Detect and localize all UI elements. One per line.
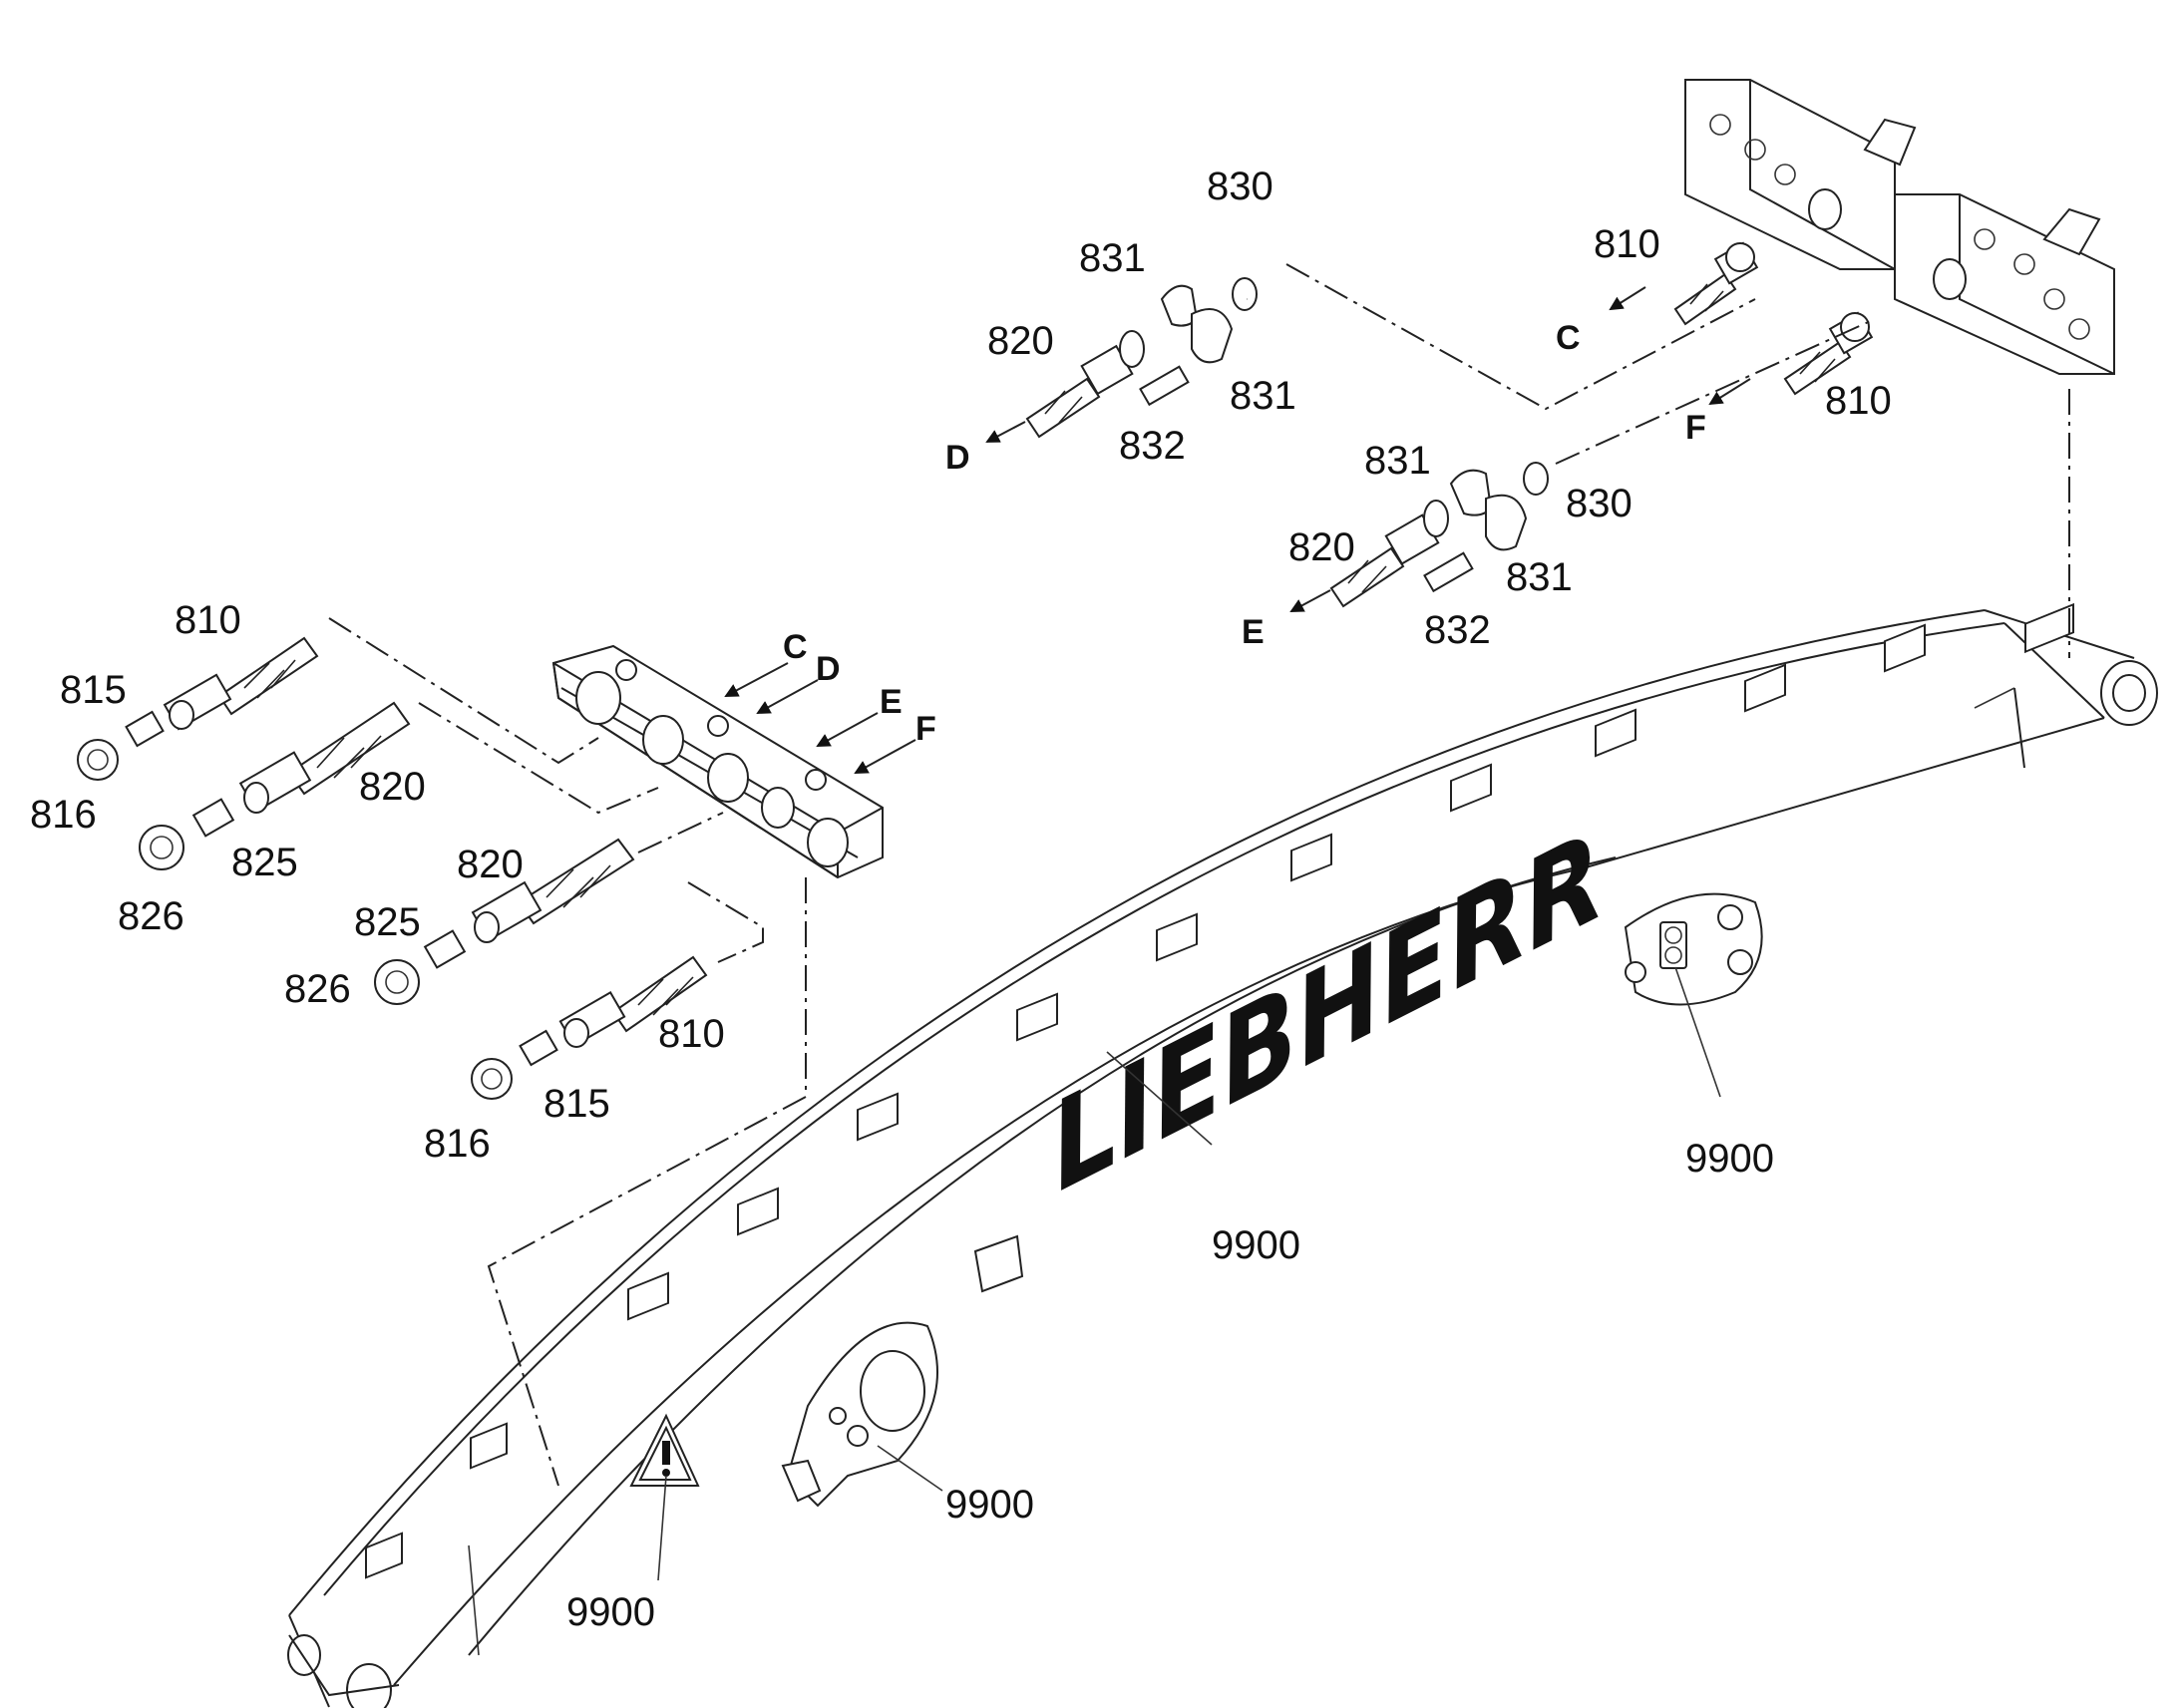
part-labels: 830 831 820 831 832 D 810 C 810 F 831 83…	[30, 165, 1892, 1634]
label-826-b: 826	[284, 967, 351, 1011]
oring-830-middle	[1523, 462, 1549, 496]
label-9900-bracket: 9900	[1685, 1137, 1774, 1181]
fitting-825-b	[423, 929, 467, 969]
label-D-b: D	[816, 650, 841, 688]
label-826-a: 826	[118, 894, 184, 938]
connection-lines	[328, 263, 2070, 1487]
label-810-top: 810	[1594, 222, 1660, 266]
label-E-a: E	[1242, 613, 1265, 651]
fitting-820-middle	[1329, 500, 1449, 608]
nut-826-b	[374, 959, 420, 1005]
fitting-810-upper	[1673, 241, 1759, 326]
fitting-810-lower	[1783, 311, 1874, 396]
label-825-a: 825	[231, 841, 298, 884]
label-E-b: E	[880, 683, 903, 721]
screw-832-upper	[1139, 365, 1190, 407]
leader-lines	[657, 286, 1751, 1581]
label-D-a: D	[945, 439, 970, 477]
side-plate	[973, 1234, 1024, 1293]
nut-826-a	[139, 825, 184, 870]
label-831-c: 831	[1364, 439, 1431, 483]
left-fittings	[77, 636, 708, 1100]
fitting-815-b	[519, 1029, 558, 1067]
label-9900-warn: 9900	[566, 1590, 655, 1634]
label-810-right: 810	[1825, 379, 1892, 423]
lifting-lug	[781, 1321, 938, 1508]
label-825-b: 825	[354, 900, 421, 944]
clamp-block	[551, 644, 884, 879]
fitting-815-a	[125, 710, 165, 748]
label-815-b: 815	[544, 1082, 610, 1126]
label-C-b: C	[783, 628, 808, 666]
boom-foot-pin	[346, 1663, 392, 1708]
flange-831-middle-b	[1485, 494, 1528, 551]
label-820-mid: 820	[1288, 525, 1355, 569]
label-816-b: 816	[424, 1122, 491, 1166]
hose-810-left	[163, 636, 319, 731]
oring-830-upper	[1232, 277, 1258, 311]
label-C-a: C	[1556, 319, 1581, 357]
hose-820-left-b	[471, 838, 635, 943]
bracket-plate	[1624, 892, 1763, 1006]
nut-816-b	[471, 1058, 513, 1100]
screw-832-middle	[1423, 551, 1474, 593]
label-816-a: 816	[30, 793, 97, 837]
label-F-b: F	[915, 710, 936, 748]
label-810-lower: 810	[658, 1012, 725, 1056]
hose-820-left-a	[238, 701, 411, 814]
liebherr-logo: LIEBHERR	[1042, 805, 1613, 1219]
label-9900-logo: 9900	[1212, 1223, 1300, 1267]
warning-triangle-icon	[629, 1413, 700, 1487]
label-820-left-b: 820	[457, 843, 524, 886]
nut-816-a	[77, 739, 119, 781]
label-831-d: 831	[1506, 555, 1573, 599]
label-832-b: 832	[1424, 608, 1491, 652]
fitting-820-upper	[1025, 330, 1145, 439]
label-831-a: 831	[1079, 236, 1146, 280]
label-820-top: 820	[987, 319, 1054, 363]
fitting-825-a	[191, 798, 235, 838]
label-9900-lug: 9900	[945, 1483, 1034, 1527]
label-830-mid: 830	[1566, 482, 1633, 525]
boom: LIEBHERR	[287, 602, 2158, 1708]
label-830-top: 830	[1207, 165, 1273, 208]
label-832-a: 832	[1119, 424, 1186, 468]
label-815-a: 815	[60, 668, 127, 712]
hose-holders	[365, 602, 2074, 1579]
label-810-left: 810	[175, 598, 241, 642]
flange-831-upper-b	[1191, 308, 1234, 364]
label-831-b: 831	[1230, 374, 1296, 418]
label-820-left-a: 820	[359, 765, 426, 809]
distribution-blocks	[1684, 79, 2115, 375]
label-F-a: F	[1685, 409, 1706, 447]
hose-810-left-b	[558, 955, 708, 1048]
